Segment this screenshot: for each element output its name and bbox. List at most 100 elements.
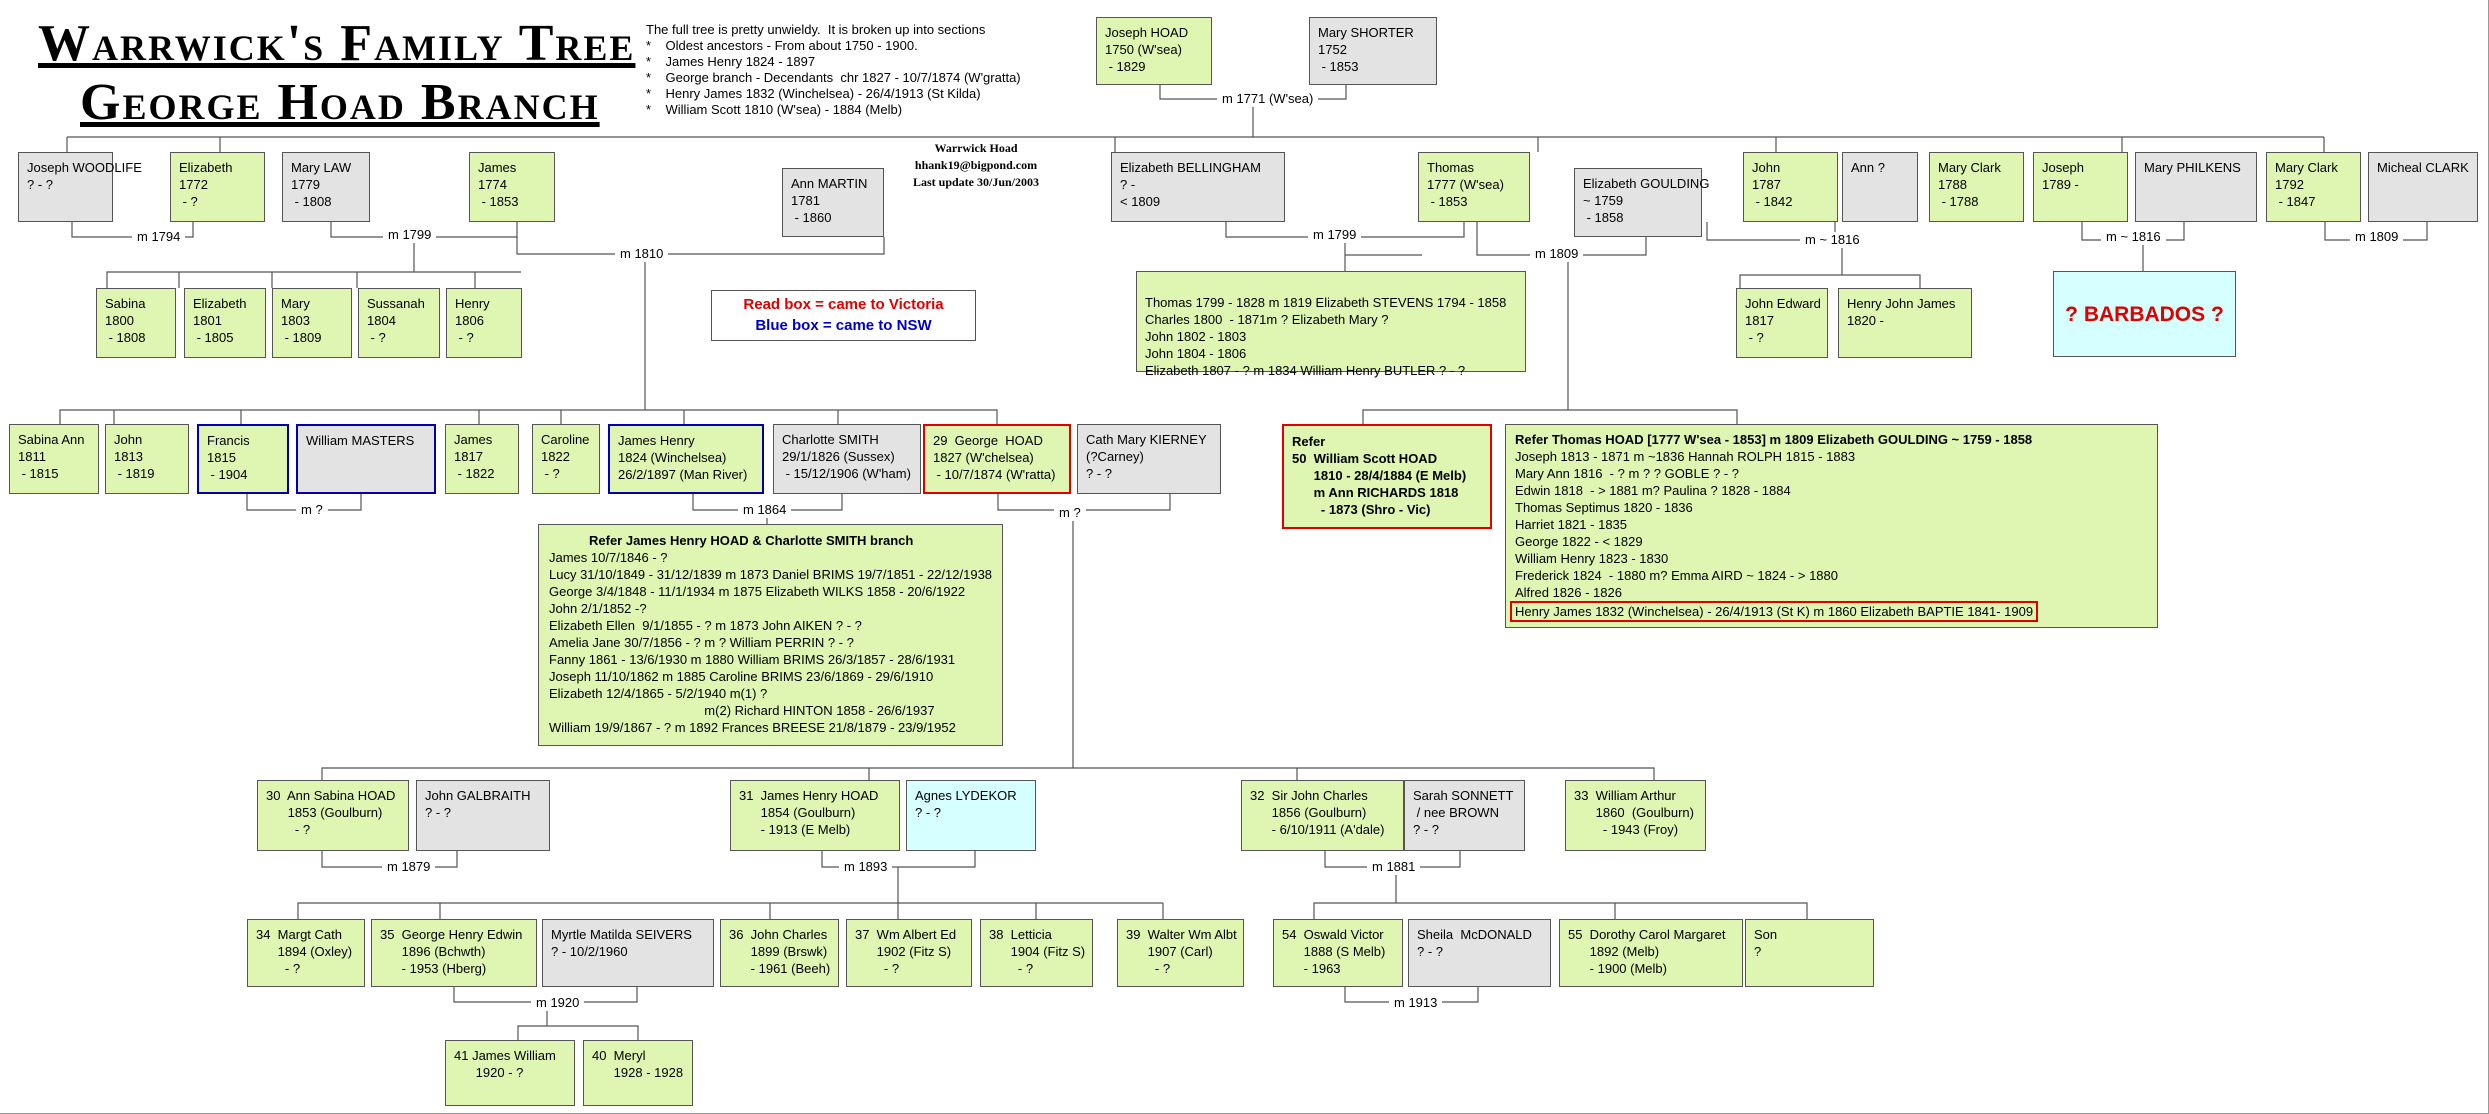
thomas-goulding-branch-list: Refer Thomas HOAD [1777 W'sea - 1853] m …	[1505, 424, 2158, 628]
marriage-label: m ?	[296, 502, 328, 518]
person-meryl-1928: 40 Meryl 1928 - 1928	[583, 1040, 693, 1106]
james-henry-branch-list: Refer James Henry HOAD & Charlotte SMITH…	[538, 524, 1003, 746]
thomas-child-line: John 1804 - 1806	[1145, 346, 1247, 361]
goulding-child-line: George 1822 - < 1829	[1515, 534, 1643, 549]
person-myrtle-seivers: Myrtle Matilda SEIVERS ? - 10/2/1960	[542, 919, 714, 987]
marriage-label: m 1879	[382, 859, 436, 875]
author-email[interactable]: hhank19@bigpond.com	[914, 158, 1038, 172]
person-elizabeth-1801: Elizabeth 1801 - 1805	[184, 288, 266, 358]
jh-child-line: Amelia Jane 30/7/1856 - ? m ? William PE…	[549, 635, 854, 650]
person-agnes-lydekor: Agnes LYDEKOR ? - ?	[906, 780, 1036, 851]
marriage-label: m 1881	[1367, 859, 1421, 875]
person-john-charles-1899: 36 John Charles 1899 (Brswk) - 1961 (Bee…	[720, 919, 839, 987]
intro-text: The full tree is pretty unwieldy. It is …	[646, 22, 1021, 118]
person-ann-q: Ann ?	[1842, 152, 1918, 222]
person-james-william-1920: 41 James William 1920 - ?	[445, 1040, 575, 1106]
person-joseph-hoad-1750: Joseph HOAD 1750 (W'sea) - 1829	[1096, 17, 1212, 85]
intro-line: The full tree is pretty unwieldy. It is …	[646, 22, 986, 37]
jh-child-line: William 19/9/1867 - ? m 1892 Frances BRE…	[549, 720, 956, 735]
person-francis-1815: Francis 1815 - 1904	[197, 424, 289, 494]
thomas-child-line: John 1802 - 1803	[1145, 329, 1247, 344]
marriage-label: m 1893	[839, 859, 893, 875]
goulding-child-line: Joseph 1813 - 1871 m ~1836 Hannah ROLPH …	[1515, 449, 1856, 464]
person-elizabeth-bellingham: Elizabeth BELLINGHAM ? - < 1809	[1111, 152, 1285, 222]
person-henry-1806: Henry 1806 - ?	[446, 288, 522, 358]
person-sir-john-charles: 32 Sir John Charles 1856 (Goulburn) - 6/…	[1241, 780, 1404, 851]
person-caroline-1822: Caroline 1822 - ?	[532, 424, 600, 494]
person-margt-cath-1894: 34 Margt Cath 1894 (Oxley) - ?	[247, 919, 365, 987]
person-sarah-sonnett: Sarah SONNETT / nee BROWN ? - ?	[1404, 780, 1525, 851]
person-cath-mary-kierney: Cath Mary KIERNEY (?Carney) ? - ?	[1077, 424, 1221, 494]
person-william-arthur-1860: 33 William Arthur 1860 (Goulburn) - 1943…	[1565, 780, 1706, 851]
marriage-label: m 1913	[1389, 995, 1443, 1011]
person-dorothy-carol-margaret-1892: 55 Dorothy Carol Margaret 1892 (Melb) - …	[1559, 919, 1743, 987]
thomas-child-line: Charles 1800 - 1871m ? Elizabeth Mary ?	[1145, 312, 1389, 327]
jh-child-line: Lucy 31/10/1849 - 31/12/1839 m 1873 Dani…	[549, 567, 993, 582]
marriage-label: m ~ 1816	[1800, 232, 1865, 248]
person-mary-shorter: Mary SHORTER 1752 - 1853	[1309, 17, 1437, 85]
person-ann-martin: Ann MARTIN 1781 - 1860	[782, 168, 884, 237]
jh-child-line: Joseph 11/10/1862 m 1885 Caroline BRIMS …	[549, 669, 934, 684]
marriage-label: m 1920	[531, 995, 585, 1011]
person-joseph-woodlife: Joseph WOODLIFE ? - ?	[18, 152, 142, 222]
person-sheila-mcdonald: Sheila McDONALD ? - ?	[1408, 919, 1551, 987]
person-micheal-clark: Micheal CLARK	[2368, 152, 2478, 222]
henry-james-1832-highlight[interactable]: Henry James 1832 (Winchelsea) - 26/4/191…	[1510, 601, 2039, 622]
person-john-edward: John Edward 1817 - ?	[1736, 288, 1828, 358]
person-sabina-1800: Sabina 1800 - 1808	[96, 288, 176, 358]
page-title-line2: George Hoad Branch	[80, 74, 600, 131]
person-son: Son ?	[1745, 919, 1874, 987]
author-name: Warrwick Hoad	[934, 141, 1018, 155]
jh-child-line: Fanny 1861 - 13/6/1930 m 1880 William BR…	[549, 652, 956, 667]
person-james-henry-1824: James Henry 1824 (Winchelsea) 26/2/1897 …	[608, 424, 764, 494]
person-james-henry-hoad-1854: 31 James Henry HOAD 1854 (Goulburn) - 19…	[730, 780, 900, 851]
william-scott-hoad-reference[interactable]: Refer 50 William Scott HOAD 1810 - 28/4/…	[1282, 424, 1492, 529]
marriage-label: m 1810	[615, 246, 669, 262]
marriage-label: m 1771 (W'sea)	[1217, 91, 1319, 107]
person-elizabeth-goulding: Elizabeth GOULDING ~ 1759 - 1858	[1574, 168, 1709, 237]
person-george-hoad-1827: 29 George HOAD 1827 (W'chelsea) - 10/7/1…	[923, 424, 1071, 494]
person-henry-john-james: Henry John James 1820 -	[1838, 288, 1972, 358]
jh-child-line: John 2/1/1852 -?	[549, 601, 647, 616]
intro-line: * James Henry 1824 - 1897	[646, 54, 816, 69]
person-joseph-1789: Joseph 1789 -	[2033, 152, 2128, 222]
jh-child-line: m(2) Richard HINTON 1858 - 26/6/1937	[549, 703, 935, 718]
person-mary-philkens: Mary PHILKENS	[2135, 152, 2257, 222]
person-george-henry-edwin-1896: 35 George Henry Edwin 1896 (Bchwth) - 19…	[371, 919, 537, 987]
person-mary-clark-1788: Mary Clark 1788 - 1788	[1929, 152, 2024, 222]
last-update: Last update 30/Jun/2003	[912, 175, 1040, 189]
jh-child-line: James 10/7/1846 - ?	[549, 550, 668, 565]
marriage-label: m 1799	[383, 227, 437, 243]
marriage-label: m 1809	[2350, 229, 2404, 245]
jh-child-line: Elizabeth 12/4/1865 - 5/2/1940 m(1) ?	[549, 686, 768, 701]
person-john-1787: John 1787 - 1842	[1743, 152, 1838, 222]
contact-info: Warrwick Hoad hhank19@bigpond.com Last u…	[886, 140, 1066, 191]
person-john-galbraith: John GALBRAITH ? - ?	[416, 780, 550, 851]
thomas-children-list: Thomas 1799 - 1828 m 1819 Elizabeth STEV…	[1136, 271, 1526, 378]
marriage-label: m 1864	[738, 502, 792, 518]
goulding-child-line: Harriet 1821 - 1835	[1515, 517, 1628, 532]
goulding-child-line: Thomas Septimus 1820 - 1836	[1515, 500, 1693, 515]
thomas-child-line: Thomas 1799 - 1828 m 1819 Elizabeth STEV…	[1145, 295, 1507, 310]
marriage-label: m ?	[1054, 505, 1086, 521]
jh-child-line: Elizabeth Ellen 9/1/1855 - ? m 1873 John…	[549, 618, 862, 633]
goulding-child-line: Alfred 1826 - 1826	[1515, 585, 1622, 600]
goulding-child-line: William Henry 1823 - 1830	[1515, 551, 1669, 566]
person-wm-albert-ed-1902: 37 Wm Albert Ed 1902 (Fitz S) - ?	[846, 919, 972, 987]
barbados-note: ? BARBADOS ?	[2053, 271, 2236, 357]
marriage-label: m ~ 1816	[2101, 229, 2166, 245]
thomas-goulding-heading[interactable]: Refer Thomas HOAD [1777 W'sea - 1853] m …	[1515, 432, 2033, 447]
person-sabina-ann-1811: Sabina Ann 1811 - 1815	[9, 424, 99, 494]
colour-legend: Read box = came to Victoria Blue box = c…	[711, 290, 976, 341]
person-mary-1803: Mary 1803 - 1809	[272, 288, 352, 358]
person-sussanah-1804: Sussanah 1804 - ?	[358, 288, 440, 358]
legend-nsw: Blue box = came to NSW	[755, 317, 932, 334]
page-title-line1: Warrwick's Family Tree	[38, 15, 636, 72]
james-henry-branch-heading[interactable]: Refer James Henry HOAD & Charlotte SMITH…	[589, 533, 914, 548]
person-mary-law: Mary LAW 1779 - 1808	[282, 152, 370, 222]
person-letticia-1904: 38 Letticia 1904 (Fitz S) - ?	[980, 919, 1093, 987]
thomas-child-line: Elizabeth 1807 - ? m 1834 William Henry …	[1145, 363, 1466, 378]
goulding-child-line: Mary Ann 1816 - ? m ? ? GOBLE ? - ?	[1515, 466, 1739, 481]
intro-line: * Oldest ancestors - From about 1750 - 1…	[646, 38, 918, 53]
